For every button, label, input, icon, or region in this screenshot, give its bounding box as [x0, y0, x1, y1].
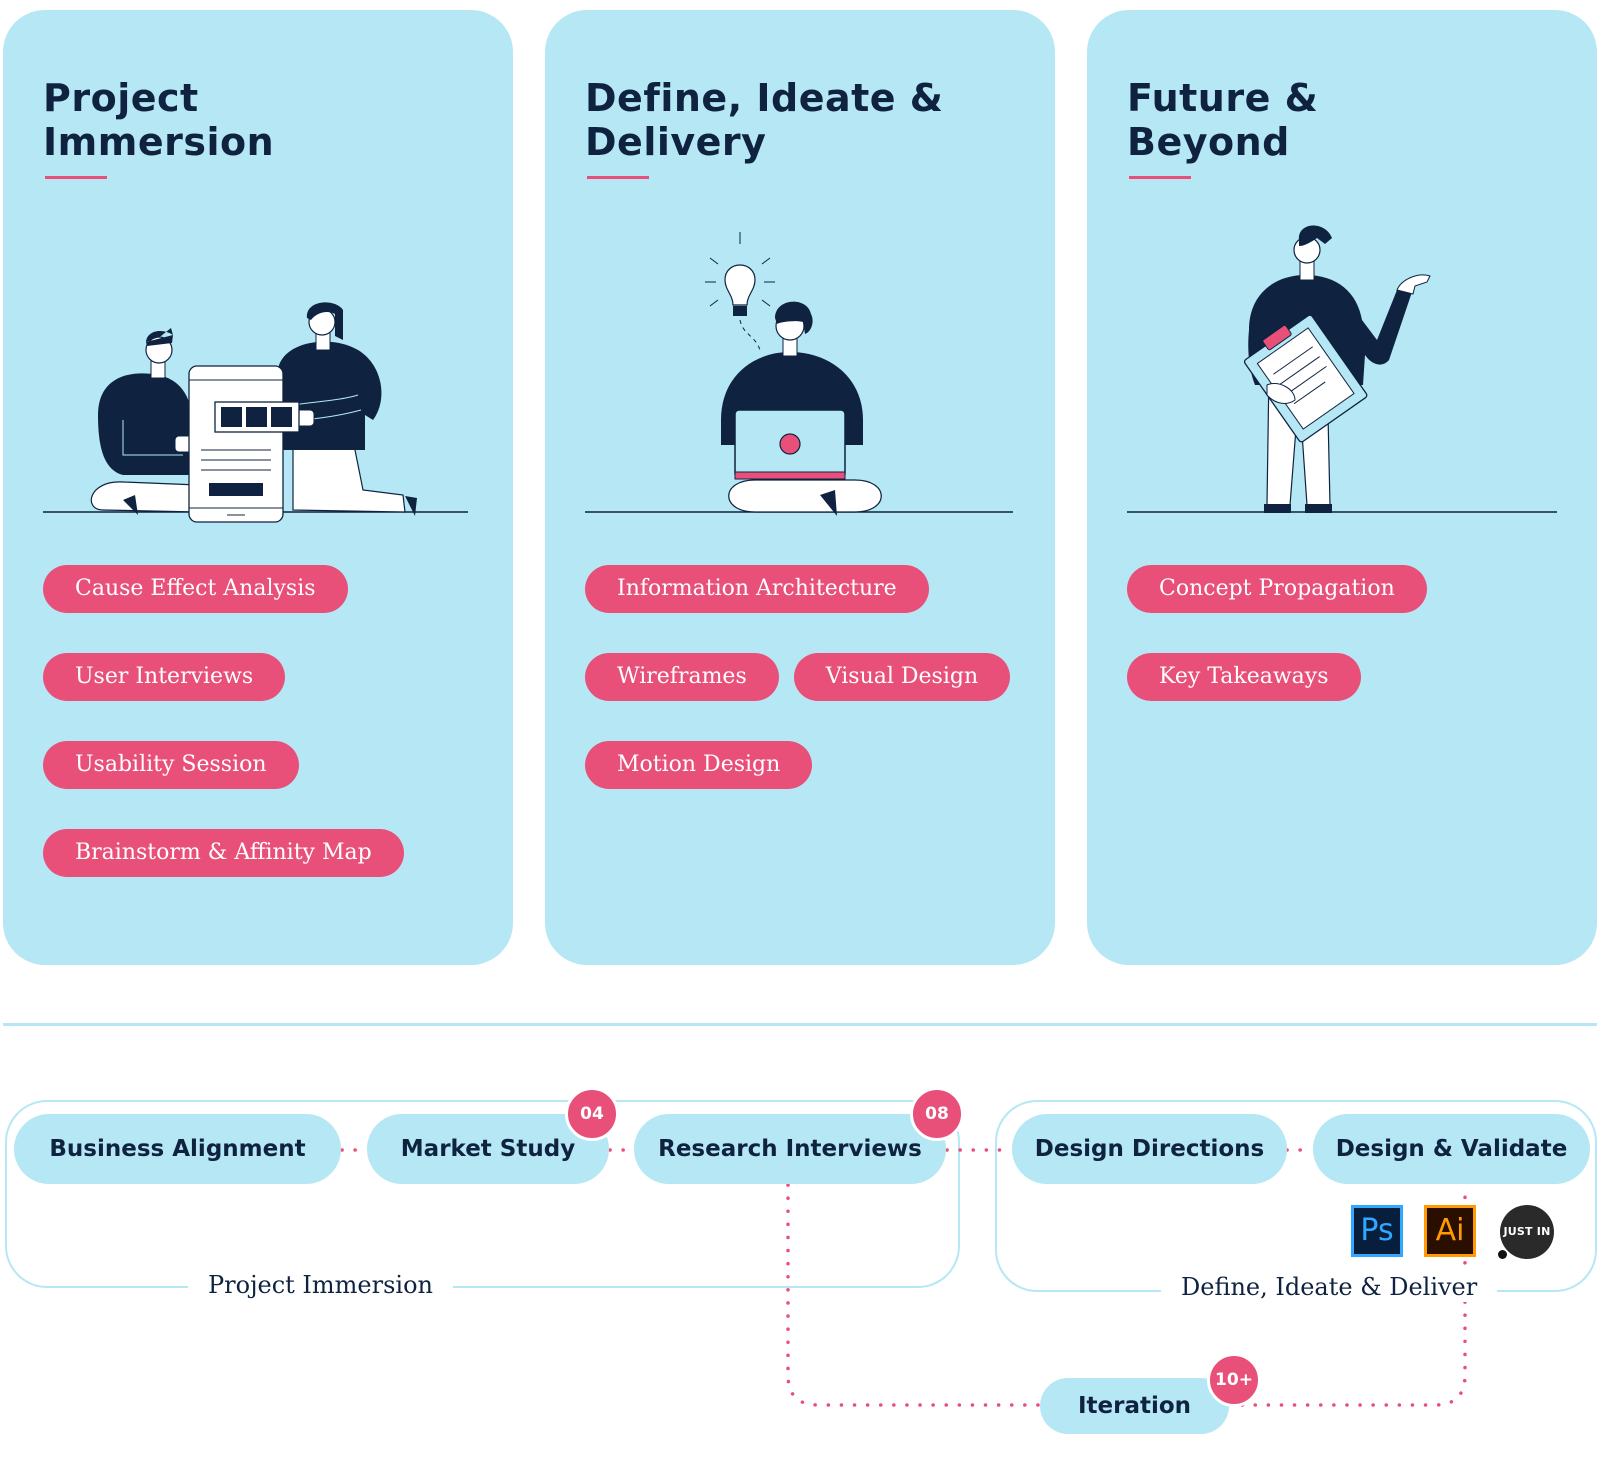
- activity-pill[interactable]: Motion Design: [585, 741, 813, 789]
- justinmind-dot: [1498, 1250, 1507, 1259]
- count-badge: 10+: [1207, 1353, 1261, 1407]
- count-badge: 08: [910, 1087, 964, 1141]
- activity-pill-list: Information Architecture Wireframes Visu…: [585, 565, 1025, 789]
- clipboard-icon: [1243, 314, 1368, 443]
- person-presenting-with-clipboard-illustration: [1127, 225, 1557, 513]
- stage-card-future-beyond: Future & Beyond Concept Propagation Key …: [1087, 10, 1597, 965]
- stage-card-define-ideate-delivery: Define, Ideate & Delivery Inform: [545, 10, 1055, 965]
- activity-pill[interactable]: Cause Effect Analysis: [43, 565, 348, 613]
- activity-pill[interactable]: User Interviews: [43, 653, 286, 701]
- activity-pill[interactable]: Concept Propagation: [1127, 565, 1427, 613]
- activity-pill[interactable]: Wireframes: [585, 653, 779, 701]
- step-business-alignment[interactable]: Business Alignment: [14, 1114, 341, 1184]
- illustrator-icon: Ai: [1424, 1205, 1476, 1257]
- phase-group-label: Project Immersion: [188, 1270, 453, 1300]
- card-title: Future & Beyond: [1127, 76, 1567, 164]
- phase-group-label: Define, Ideate & Deliver: [1161, 1272, 1498, 1302]
- card-title-line: Beyond: [1127, 120, 1290, 164]
- card-title-line: Immersion: [43, 120, 275, 164]
- title-underline: [1129, 176, 1191, 179]
- step-research-interviews[interactable]: Research Interviews: [634, 1114, 946, 1184]
- card-title-line: Project: [43, 76, 199, 120]
- title-underline: [587, 176, 649, 179]
- stage-card-project-immersion: Project Immersion: [3, 10, 513, 965]
- activity-pill[interactable]: Key Takeaways: [1127, 653, 1361, 701]
- card-title-line: Delivery: [585, 120, 767, 164]
- activity-pill[interactable]: Visual Design: [793, 653, 1011, 701]
- card-title-line: Define, Ideate &: [585, 76, 944, 120]
- person-with-laptop-and-lightbulb-illustration: [585, 232, 1013, 516]
- section-divider: [3, 1023, 1597, 1026]
- step-design-directions[interactable]: Design Directions: [1012, 1114, 1287, 1184]
- card-title-line: Future &: [1127, 76, 1319, 120]
- activity-pill[interactable]: Usability Session: [43, 741, 299, 789]
- card-title: Project Immersion: [43, 76, 483, 164]
- photoshop-icon: Ps: [1351, 1205, 1403, 1257]
- title-underline: [45, 176, 107, 179]
- activity-pill-list: Cause Effect Analysis User Interviews Us…: [43, 565, 483, 877]
- activity-pill[interactable]: Brainstorm & Affinity Map: [43, 829, 404, 877]
- step-iteration[interactable]: Iteration: [1040, 1378, 1229, 1434]
- activity-pill-list: Concept Propagation Key Takeaways: [1127, 565, 1567, 701]
- activity-pill[interactable]: Information Architecture: [585, 565, 929, 613]
- justinmind-icon: JUST IN MIND: [1500, 1205, 1554, 1292]
- count-badge: 04: [565, 1087, 619, 1141]
- card-title: Define, Ideate & Delivery: [585, 76, 1025, 164]
- step-design-validate[interactable]: Design & Validate: [1313, 1114, 1590, 1184]
- lightbulb-icon: [705, 232, 775, 351]
- two-people-brainstorming-illustration: [43, 302, 468, 523]
